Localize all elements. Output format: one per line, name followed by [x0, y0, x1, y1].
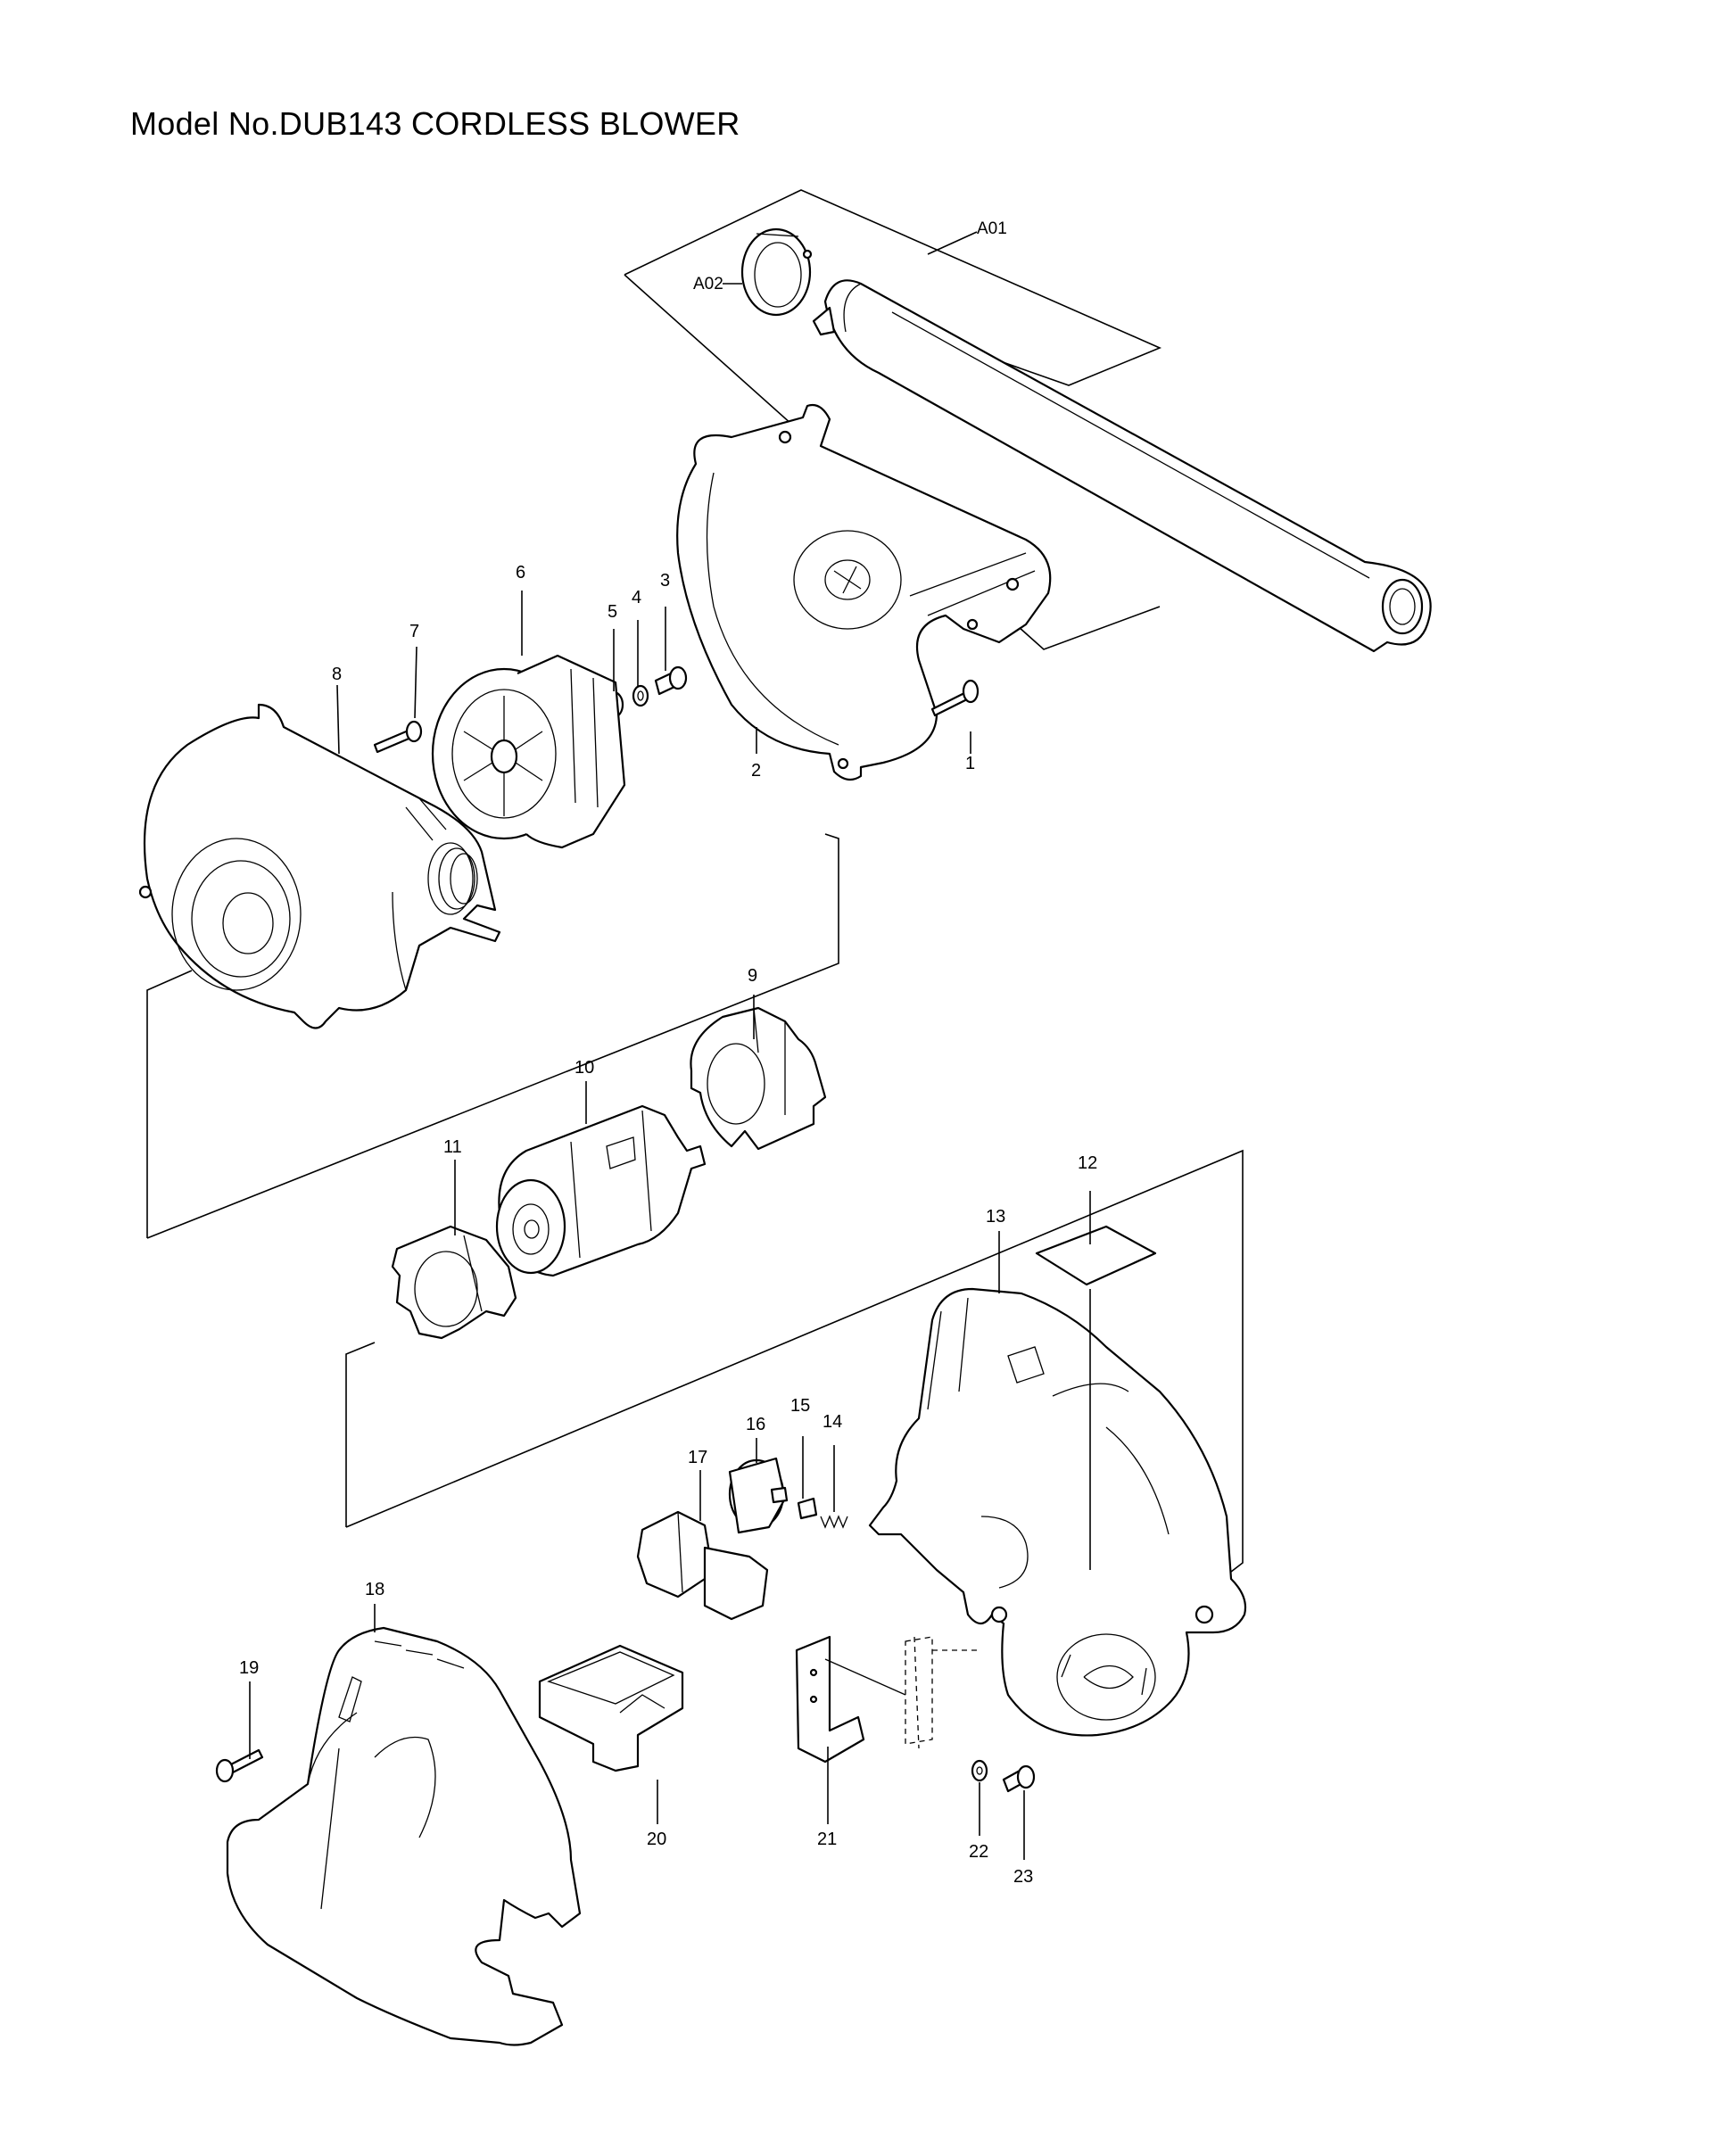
switch-part-17	[636, 1510, 769, 1621]
screw-part-1	[930, 679, 980, 717]
fan-part-6	[431, 654, 626, 849]
callout-14: 14	[823, 1412, 842, 1432]
callout-17: 17	[688, 1448, 707, 1467]
blower-housing-part-2	[676, 403, 1052, 781]
end-cap-part-11	[391, 1225, 517, 1340]
callout-23: 23	[1013, 1867, 1033, 1887]
nozzle-part-a01	[812, 279, 1432, 653]
housing-part-13	[868, 1287, 1247, 1737]
housing-part-18	[226, 1626, 582, 2046]
bracket-part-21	[795, 1635, 981, 1764]
bolt-part-23	[1002, 1764, 1036, 1793]
callout-labels: A01 A02 1 2 3 4 5 6 7 8 9 10 11 12 13 14…	[239, 219, 1097, 1887]
callout-1: 1	[965, 754, 975, 773]
bolt-part-3	[654, 665, 688, 696]
terminal-part-20	[538, 1644, 684, 1772]
callout-12: 12	[1078, 1153, 1097, 1173]
callout-5: 5	[608, 602, 617, 622]
leader-lines	[249, 231, 1091, 1860]
screw-part-19	[215, 1748, 264, 1783]
callout-11: 11	[443, 1137, 462, 1157]
callout-16: 16	[746, 1415, 765, 1434]
motor-part-10	[495, 1104, 707, 1277]
motor-holder-part-9	[690, 1006, 827, 1151]
callout-4: 4	[632, 588, 641, 607]
group-frame-fan-housing	[146, 833, 839, 1239]
callout-19: 19	[239, 1658, 259, 1678]
page-title: Model No.DUB143 CORDLESS BLOWER	[130, 105, 740, 142]
callout-2: 2	[751, 761, 761, 781]
callout-9: 9	[748, 966, 757, 986]
callout-21: 21	[817, 1830, 837, 1849]
callout-18: 18	[365, 1580, 384, 1599]
washer-part-22	[971, 1759, 988, 1782]
group-frame-motor	[345, 1149, 1244, 1573]
nozzle-ring-part-a02	[740, 227, 813, 317]
callout-15: 15	[790, 1396, 810, 1416]
callout-22: 22	[969, 1842, 988, 1862]
knob-part-16	[728, 1457, 789, 1534]
callout-3: 3	[660, 571, 670, 591]
label-part-12	[1035, 1225, 1157, 1286]
pin-part-15	[797, 1497, 818, 1520]
callout-8: 8	[332, 665, 342, 684]
fan-housing-part-8	[138, 703, 501, 1029]
callout-10: 10	[575, 1058, 594, 1078]
group-frame-nozzle	[624, 189, 1162, 650]
callout-a02: A02	[693, 275, 723, 293]
spring-part-14	[820, 1515, 848, 1529]
callout-6: 6	[516, 563, 525, 582]
callout-7: 7	[409, 622, 419, 641]
washer-part-4	[632, 684, 649, 707]
callout-20: 20	[647, 1830, 666, 1849]
callout-13: 13	[986, 1207, 1005, 1227]
screw-part-7	[373, 720, 423, 754]
callout-a01: A01	[977, 219, 1007, 238]
